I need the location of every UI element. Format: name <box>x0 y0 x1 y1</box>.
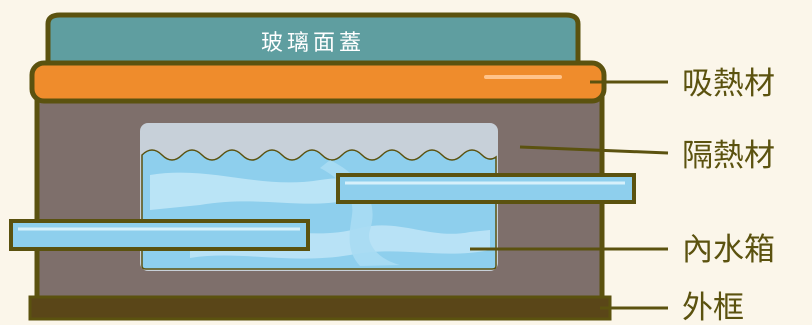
outlet-pipe <box>336 173 636 204</box>
water-swirl-3 <box>320 160 400 266</box>
outer-frame-base <box>28 295 612 321</box>
callout-label-inner-tank: 內水箱 <box>682 232 775 268</box>
water-swirl-1 <box>150 172 490 210</box>
callout-label-outer-frame: 外框 <box>682 290 744 325</box>
callout-line-insulation <box>519 145 669 155</box>
glass-cover-label: 玻璃面蓋 <box>261 31 365 56</box>
callout-label-absorber: 吸熱材 <box>682 66 775 102</box>
glass-cover <box>45 12 581 69</box>
callout-label-insulation: 隔熱材 <box>682 138 775 174</box>
absorber-plate <box>29 60 607 104</box>
inlet-pipe <box>9 219 310 251</box>
